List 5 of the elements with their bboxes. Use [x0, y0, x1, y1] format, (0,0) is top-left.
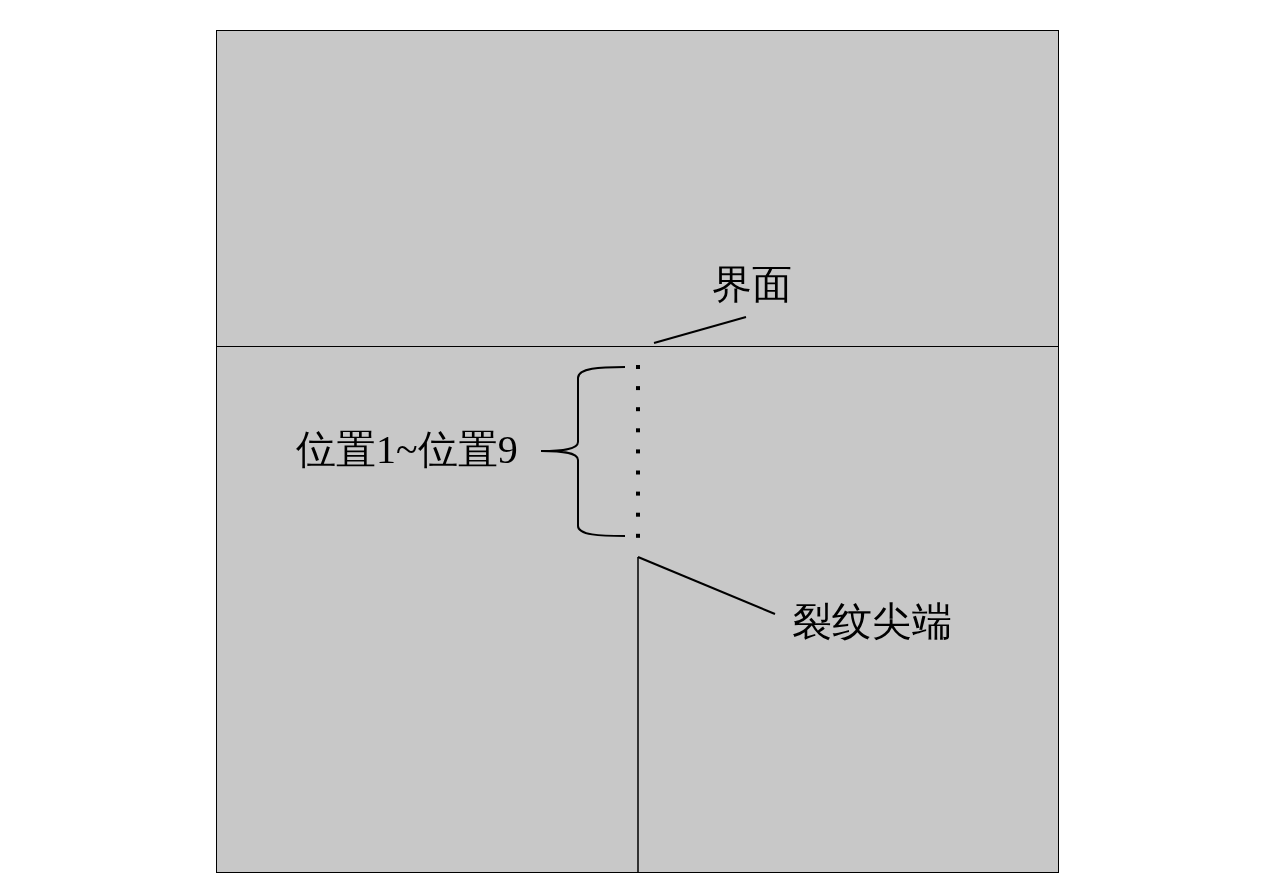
leader-line — [637, 556, 776, 615]
callout-text: 界面 — [712, 263, 792, 307]
leader-line — [653, 316, 747, 344]
callout-text: 裂纹尖端 — [792, 600, 952, 644]
position-label: 位置1~位置9 — [296, 428, 518, 472]
